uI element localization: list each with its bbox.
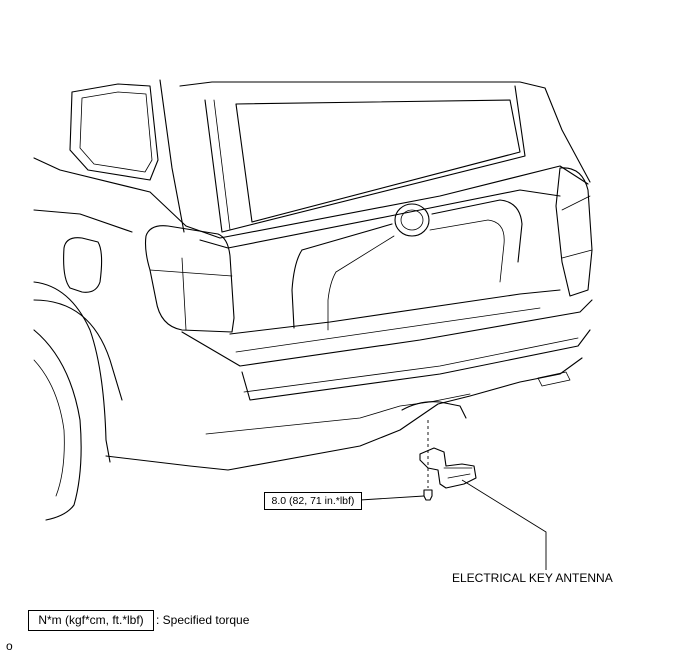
tail-lamp-left-line <box>149 269 233 277</box>
d-pillar <box>159 79 185 233</box>
legend-description: : Specified torque <box>156 613 250 627</box>
antenna-bracket <box>419 447 477 489</box>
torque-leader <box>359 495 425 501</box>
garnish-bar-inner <box>335 219 505 283</box>
rear-window-inner <box>235 99 521 223</box>
tailgate-lower <box>229 289 561 335</box>
roof-line <box>179 81 591 183</box>
side-window-inner <box>79 91 153 173</box>
rear-window-outer <box>204 85 526 233</box>
tailgate-top <box>185 165 589 239</box>
bumper-top <box>181 299 593 367</box>
fuel-door <box>63 237 103 293</box>
bumper-lower <box>105 357 583 471</box>
bumper-step <box>243 337 579 393</box>
tail-lamp-right-line <box>561 195 591 211</box>
garnish-left-drop <box>291 249 303 329</box>
body-side-top <box>33 157 187 227</box>
body-lower-side <box>33 299 123 401</box>
tail-lamp-right <box>555 167 593 297</box>
garnish-left-drop-inner <box>327 271 337 331</box>
emblem-inner <box>400 209 424 231</box>
bumper-face <box>241 329 591 401</box>
emblem-outer <box>394 203 430 237</box>
tail-lamp-left-line2 <box>181 257 187 331</box>
tailgate-lower-inner <box>235 307 541 353</box>
figure-code: o <box>6 639 13 653</box>
body-side-crease <box>33 209 133 233</box>
side-window <box>69 83 159 181</box>
bumper-notch <box>401 401 467 419</box>
tailgate-mid <box>199 189 561 249</box>
bumper-reflector <box>537 371 571 387</box>
tail-lamp-left <box>144 225 235 333</box>
antenna-label: ELECTRICAL KEY ANTENNA <box>452 571 613 585</box>
tail-lamp-right-line2 <box>561 249 593 259</box>
tire-inner <box>33 359 65 497</box>
bumper-lower-inner <box>205 393 471 435</box>
torque-callout: 8.0 (82, 71 in.*lbf) <box>264 492 362 510</box>
wheel-arch <box>33 281 111 463</box>
antenna-body <box>443 467 473 479</box>
antenna-leader <box>461 479 547 570</box>
bolt <box>423 489 433 501</box>
legend-torque-units: N*m (kgf*cm, ft.*lbf) <box>28 610 154 631</box>
garnish-bar <box>301 199 523 263</box>
tire-outer <box>33 329 82 521</box>
rear-window-glass <box>213 99 231 231</box>
